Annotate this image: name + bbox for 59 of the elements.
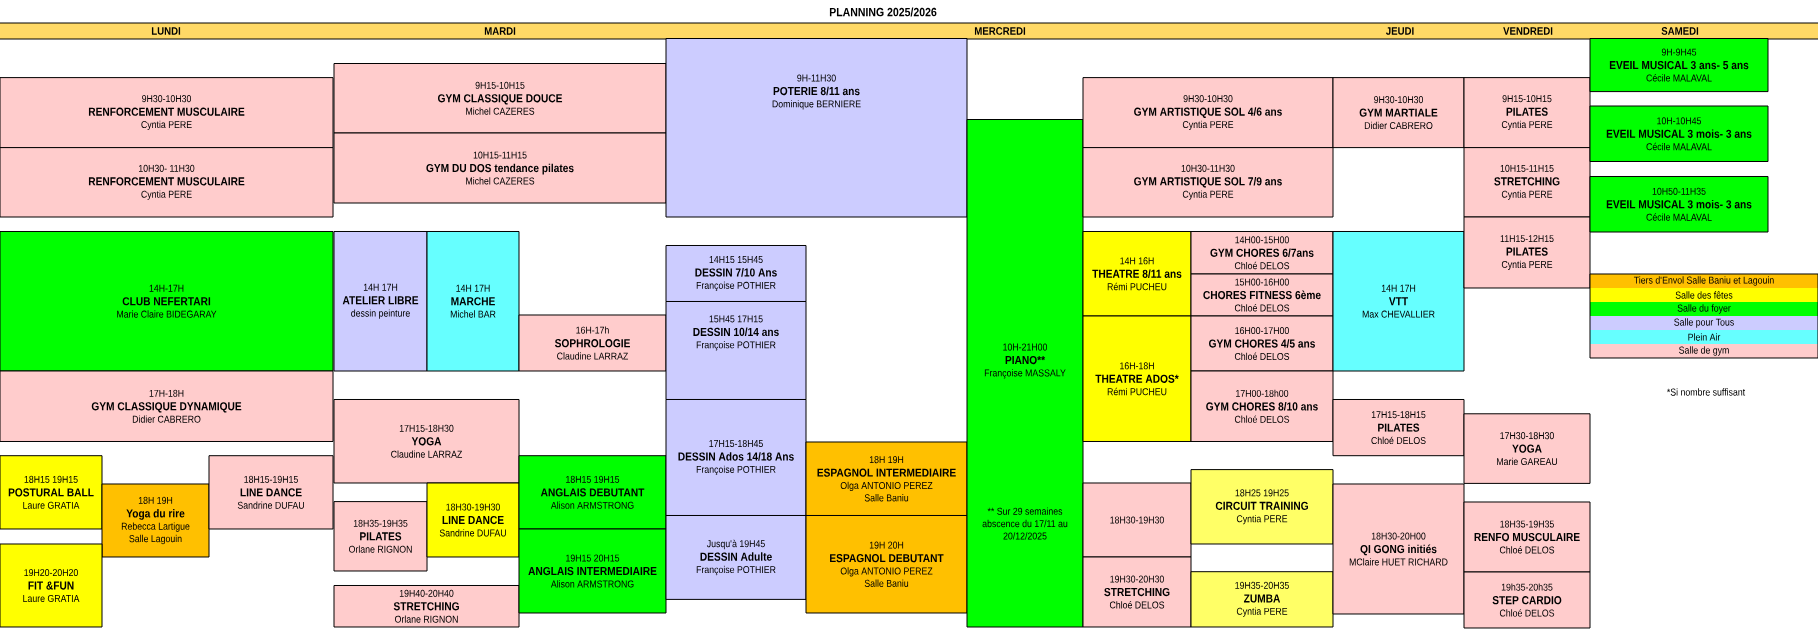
- activity-box: 18H15 19H15 POSTURAL BALL Laure GRATIA: [0, 455, 103, 530]
- activity-box: 17H15-18H15 PILATES Chloé DELOS: [1332, 399, 1465, 457]
- activity-box: 10H15-11H15 STRETCHING Cyntia PERE: [1463, 147, 1591, 218]
- activity-box: 14H-17H CLUB NEFERTARI Marie Claire BIDEGARAY: [0, 231, 334, 372]
- activity-box: 14H15 15H45 DESSIN 7/10 Ans Françoise POTHIER: [665, 245, 807, 302]
- activity-box: 18H30-19H30 LINE DANCE Sandrine DUFAU: [426, 482, 520, 558]
- day-header: JEUDI: [1385, 27, 1414, 35]
- activity-box: 18H15 19H15 ANGLAIS DEBUTANT Alison ARMSTRONG: [518, 455, 667, 530]
- activity-box: 14H00-15H00 GYM CHORES 6/7ans Chloé DELOS: [1190, 231, 1334, 275]
- activity-box: 10H-21H00 PIANO** Françoise MASSALY ** Sur 29 semaines abscence du 17/11 au 20/12/2025: [966, 119, 1084, 628]
- activity-box: 18H 19H Yoga du rire Rebecca Lartigue Salle Lagouin: [101, 483, 210, 558]
- activity-box: 10H30- 11H30 RENFORCEMENT MUSCULAIRE Cyntia PERE: [0, 147, 334, 218]
- activity-box: 16H-18H THEATRE ADOS* Rémi PUCHEU: [1082, 315, 1192, 442]
- activity-box: 18H30-20H00 QI GONG initiés MClaire HUET RICHARD: [1332, 483, 1465, 615]
- title: PLANNING 2025/2026: [829, 7, 937, 17]
- activity-box: 18H35-19H35 RENFO MUSCULAIRE Chloé DELOS: [1463, 501, 1591, 573]
- activity-box: 10H15-11H15 GYM DU DOS tendance pilates Michel CAZERES: [333, 132, 667, 204]
- activity-box: 11H15-12H15 PILATES Cyntia PERE: [1463, 216, 1591, 289]
- activity-box: 19H20-20H20 FIT &FUN Laure GRATIA: [0, 543, 103, 628]
- activity-box: 9H-11H30 POTERIE 8/11 ans Dominique BERNIERE: [665, 38, 968, 218]
- activity-box: 19H40-20H40 STRETCHING Orlane RIGNON: [333, 585, 520, 628]
- activity-box: 9H30-10H30 GYM MARTIALE Didier CABRERO: [1332, 77, 1465, 149]
- activity-box: 16H00-17H00 GYM CHORES 4/5 ans Chloé DELOS: [1190, 315, 1334, 372]
- activity-box: 14H 16H THEATRE 8/11 ans Rémi PUCHEU: [1082, 231, 1192, 317]
- activity-box: 9H15-10H15 PILATES Cyntia PERE: [1463, 77, 1591, 149]
- activity-box: 14H 17H MARCHE Michel BAR: [426, 231, 520, 372]
- activity-box: 10H-10H45 EVEIL MUSICAL 3 mois- 3 ans Cécile MALAVAL: [1589, 105, 1769, 162]
- activity-box: 15H00-16H00 CHORES FITNESS 6ème Chloé DELOS: [1190, 273, 1334, 317]
- activity-box: 10H30-11H30 GYM ARTISTIQUE SOL 7/9 ans Cyntia PERE: [1082, 147, 1334, 218]
- activity-box: 18H15-19H15 LINE DANCE Sandrine DUFAU: [208, 455, 334, 530]
- activity-box: 14H 17H VTT Max CHEVALLIER: [1332, 231, 1465, 372]
- footnote: *Si nombre suffisant: [1667, 388, 1746, 396]
- activity-box: 10H50-11H35 EVEIL MUSICAL 3 mois- 3 ans Cécile MALAVAL: [1589, 176, 1769, 233]
- activity-box: 9H30-10H30 GYM ARTISTIQUE SOL 4/6 ans Cyntia PERE: [1082, 77, 1334, 149]
- day-header: VENDREDI: [1503, 27, 1553, 35]
- activity-box: Jusqu'à 19H45 DESSIN Adulte Françoise POTHIER: [665, 515, 807, 600]
- activity-box: 18H 19H ESPAGNOL INTERMEDIAIRE Olga ANTONIO PEREZ Salle Baniu: [805, 441, 968, 516]
- activity-box: 17H15-18H30 YOGA Claudine LARRAZ: [333, 399, 520, 484]
- activity-box: 19H35-20H35 ZUMBA Cyntia PERE: [1190, 571, 1334, 628]
- activity-box: 15H45 17H15 DESSIN 10/14 ans Françoise POTHIER: [665, 301, 807, 400]
- activity-box: 17H15-18H45 DESSIN Ados 14/18 Ans Françoise POTHIER: [665, 399, 807, 516]
- activity-box: 18H25 19H25 CIRCUIT TRAINING Cyntia PERE: [1190, 469, 1334, 545]
- activity-box: 9H30-10H30 RENFORCEMENT MUSCULAIRE Cyntia PERE: [0, 77, 334, 149]
- day-header: LUNDI: [151, 27, 181, 35]
- activity-box: 18H35-19H35 PILATES Orlane RIGNON: [333, 501, 428, 572]
- activity-box: 17H30-18H30 YOGA Marie GAREAU: [1463, 413, 1591, 484]
- activity-box: 9H15-10H15 GYM CLASSIQUE DOUCE Michel CAZERES: [333, 63, 667, 134]
- activity-box: 16H-17h SOPHROLOGIE Claudine LARRAZ: [518, 314, 667, 372]
- activity-box: 19h35-20h35 STEP CARDIO Chloé DELOS: [1463, 571, 1591, 629]
- activity-box: 19H15 20H15 ANGLAIS INTERMEDIAIRE Alison ARMSTRONG: [518, 528, 667, 614]
- activity-box: 19H30-20H30 STRETCHING Chloé DELOS: [1082, 556, 1192, 628]
- activity-box: 17H00-18h00 GYM CHORES 8/10 ans Chloé DELOS: [1190, 370, 1334, 442]
- activity-box: 18H30-19H30: [1082, 482, 1192, 558]
- activity-box: 14H 17H ATELIER LIBRE dessin peinture: [333, 231, 428, 372]
- activity-box: 17H-18H GYM CLASSIQUE DYNAMIQUE Didier CABRERO: [0, 370, 334, 442]
- day-header: MERCREDI: [974, 27, 1026, 35]
- activity-box: 19H 20H ESPAGNOL DEBUTANT Olga ANTONIO PEREZ Salle Baniu: [805, 515, 968, 614]
- day-header: MARDI: [484, 27, 516, 35]
- activity-box: 9H-9H45 EVEIL MUSICAL 3 ans- 5 ans Cécile MALAVAL: [1589, 38, 1769, 93]
